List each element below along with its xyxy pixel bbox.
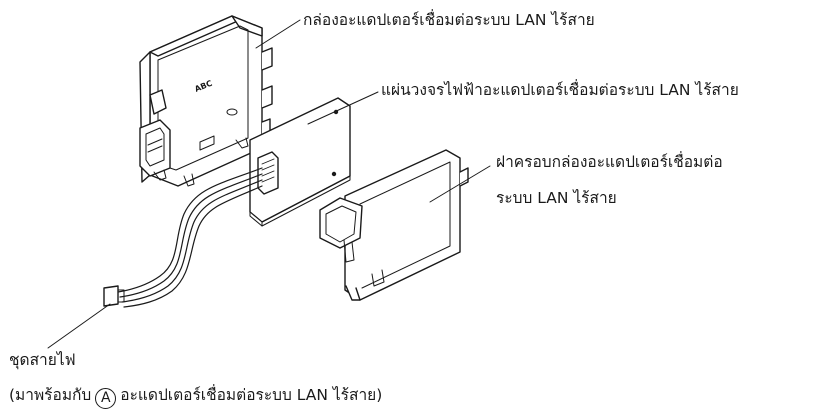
label-cover-line1: ฝาครอบกล่องอะแดปเตอร์เชื่อมต่อ bbox=[496, 153, 723, 171]
adapter-box bbox=[139, 15, 273, 187]
adapter-cover bbox=[319, 149, 469, 301]
circled-a-marker: A bbox=[95, 388, 117, 409]
label-cover-line2: ระบบ LAN ไร้สาย bbox=[496, 189, 617, 207]
label-wire-title: ชุดสายไฟ bbox=[9, 351, 76, 369]
wire-harness bbox=[103, 167, 263, 308]
label-adapter-box: กล่องอะแดปเตอร์เชื่อมต่อระบบ LAN ไร้สาย bbox=[303, 11, 595, 29]
leader-lines bbox=[47, 19, 491, 349]
label-adapter-pcb: แผ่นวงจรไฟฟ้าอะแดปเตอร์เชื่อมต่อระบบ LAN… bbox=[381, 81, 739, 99]
wire-note-rest: อะแดปเตอร์เชื่อมต่อระบบ LAN ไร้สาย) bbox=[120, 386, 383, 404]
wire-note-open: (มาพร้อมกับ bbox=[9, 386, 92, 404]
